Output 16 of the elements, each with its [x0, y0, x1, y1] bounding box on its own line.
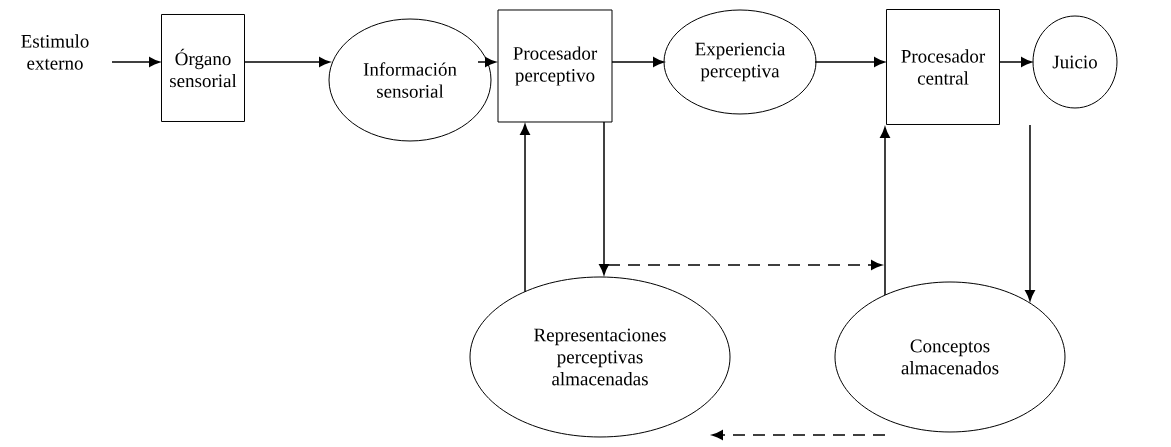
stimulus-label: Estimulo externo	[21, 34, 89, 70]
process-box: Órgano sensorial	[161, 14, 245, 122]
arrow	[611, 57, 664, 67]
arrow	[599, 121, 609, 275]
arrow	[244, 57, 330, 67]
arrow	[880, 127, 890, 296]
arrow	[1025, 124, 1035, 302]
arrow	[814, 57, 885, 67]
process-box: Procesador central	[886, 9, 1000, 125]
arrow	[712, 430, 886, 440]
process-box: Procesador perceptivo	[497, 9, 613, 123]
arrow	[477, 57, 496, 67]
arrow	[999, 57, 1032, 67]
arrow	[607, 260, 882, 270]
arrow	[520, 124, 530, 293]
arrow	[111, 57, 160, 67]
